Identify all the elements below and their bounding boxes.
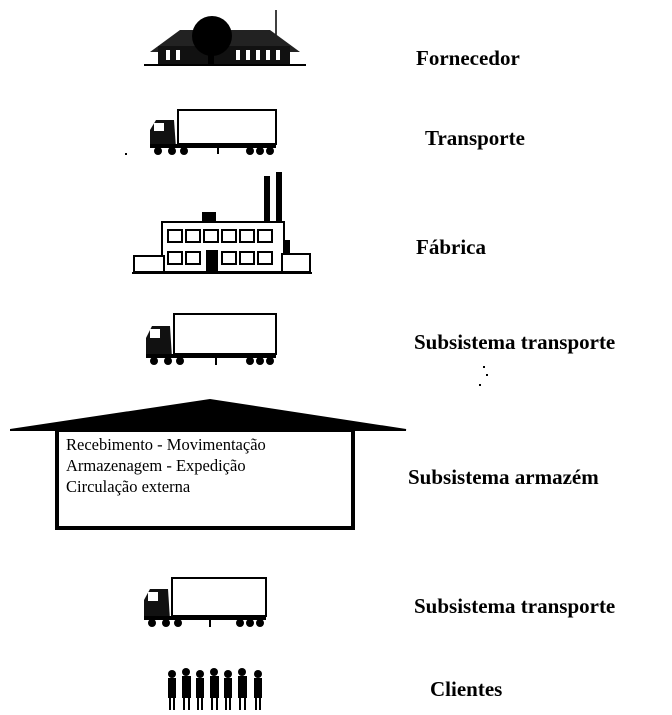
stage-label-transport: Transporte [425, 126, 525, 150]
supplier-building-icon [144, 10, 306, 66]
customers-icon [168, 668, 262, 710]
stage-label-supplier: Fornecedor [416, 46, 520, 70]
warehouse-activities: Recebimento - Movimentação Armazenagem -… [66, 434, 266, 497]
warehouse-line: Armazenagem - Expedição [66, 456, 246, 475]
truck-icon [150, 109, 277, 155]
warehouse-icon [10, 398, 407, 530]
stage-label-warehouse-subsystem: Subsistema armazém [408, 465, 599, 489]
truck-icon [146, 313, 277, 365]
stage-label-transport-subsystem-2: Subsistema transporte [414, 594, 616, 618]
stage-label-customers: Clientes [430, 677, 503, 701]
warehouse-line: Circulação externa [66, 477, 191, 496]
warehouse-line: Recebimento - Movimentação [66, 435, 266, 454]
factory-icon [132, 172, 312, 274]
stage-label-transport-subsystem-1: Subsistema transporte [414, 330, 616, 354]
stage-label-factory: Fábrica [416, 235, 486, 259]
truck-icon [144, 577, 267, 627]
